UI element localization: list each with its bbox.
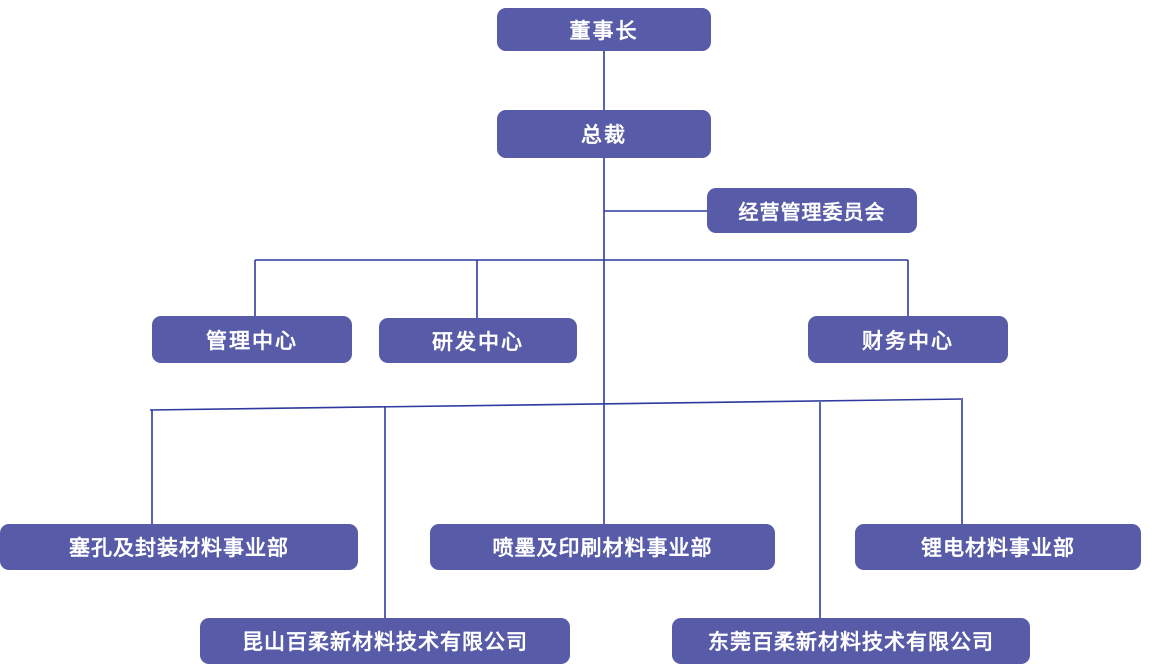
org-node-kunshan-company-label: 昆山百柔新材料技术有限公司 [242,630,528,654]
org-node-dongguan-company: 东莞百柔新材料技术有限公司 [672,618,1030,664]
org-node-management-committee-label: 经营管理委员会 [738,200,886,224]
org-node-finance-center: 财务中心 [808,316,1008,363]
org-node-rd-center: 研发中心 [379,318,577,363]
org-node-management-committee: 经营管理委员会 [707,188,917,233]
org-node-plugging-packaging-division-label: 塞孔及封装材料事业部 [69,536,289,560]
org-node-inkjet-printing-division: 喷墨及印刷材料事业部 [430,524,775,570]
org-node-dongguan-company-label: 东莞百柔新材料技术有限公司 [708,630,994,654]
org-node-management-center: 管理中心 [152,316,352,363]
org-node-finance-center-label: 财务中心 [862,328,954,353]
org-node-management-center-label: 管理中心 [206,328,298,353]
org-node-president-label: 总裁 [581,123,627,147]
org-node-inkjet-printing-division-label: 喷墨及印刷材料事业部 [492,536,713,560]
org-node-rd-center-label: 研发中心 [432,329,524,354]
org-node-president: 总裁 [497,110,711,158]
org-node-plugging-packaging-division: 塞孔及封装材料事业部 [0,524,358,570]
org-node-chairman-label: 董事长 [569,18,639,43]
org-node-lithium-battery-division: 锂电材料事业部 [855,524,1141,570]
org-node-chairman: 董事长 [497,8,711,51]
org-node-lithium-battery-division-label: 锂电材料事业部 [921,536,1075,560]
org-node-kunshan-company: 昆山百柔新材料技术有限公司 [200,618,570,664]
